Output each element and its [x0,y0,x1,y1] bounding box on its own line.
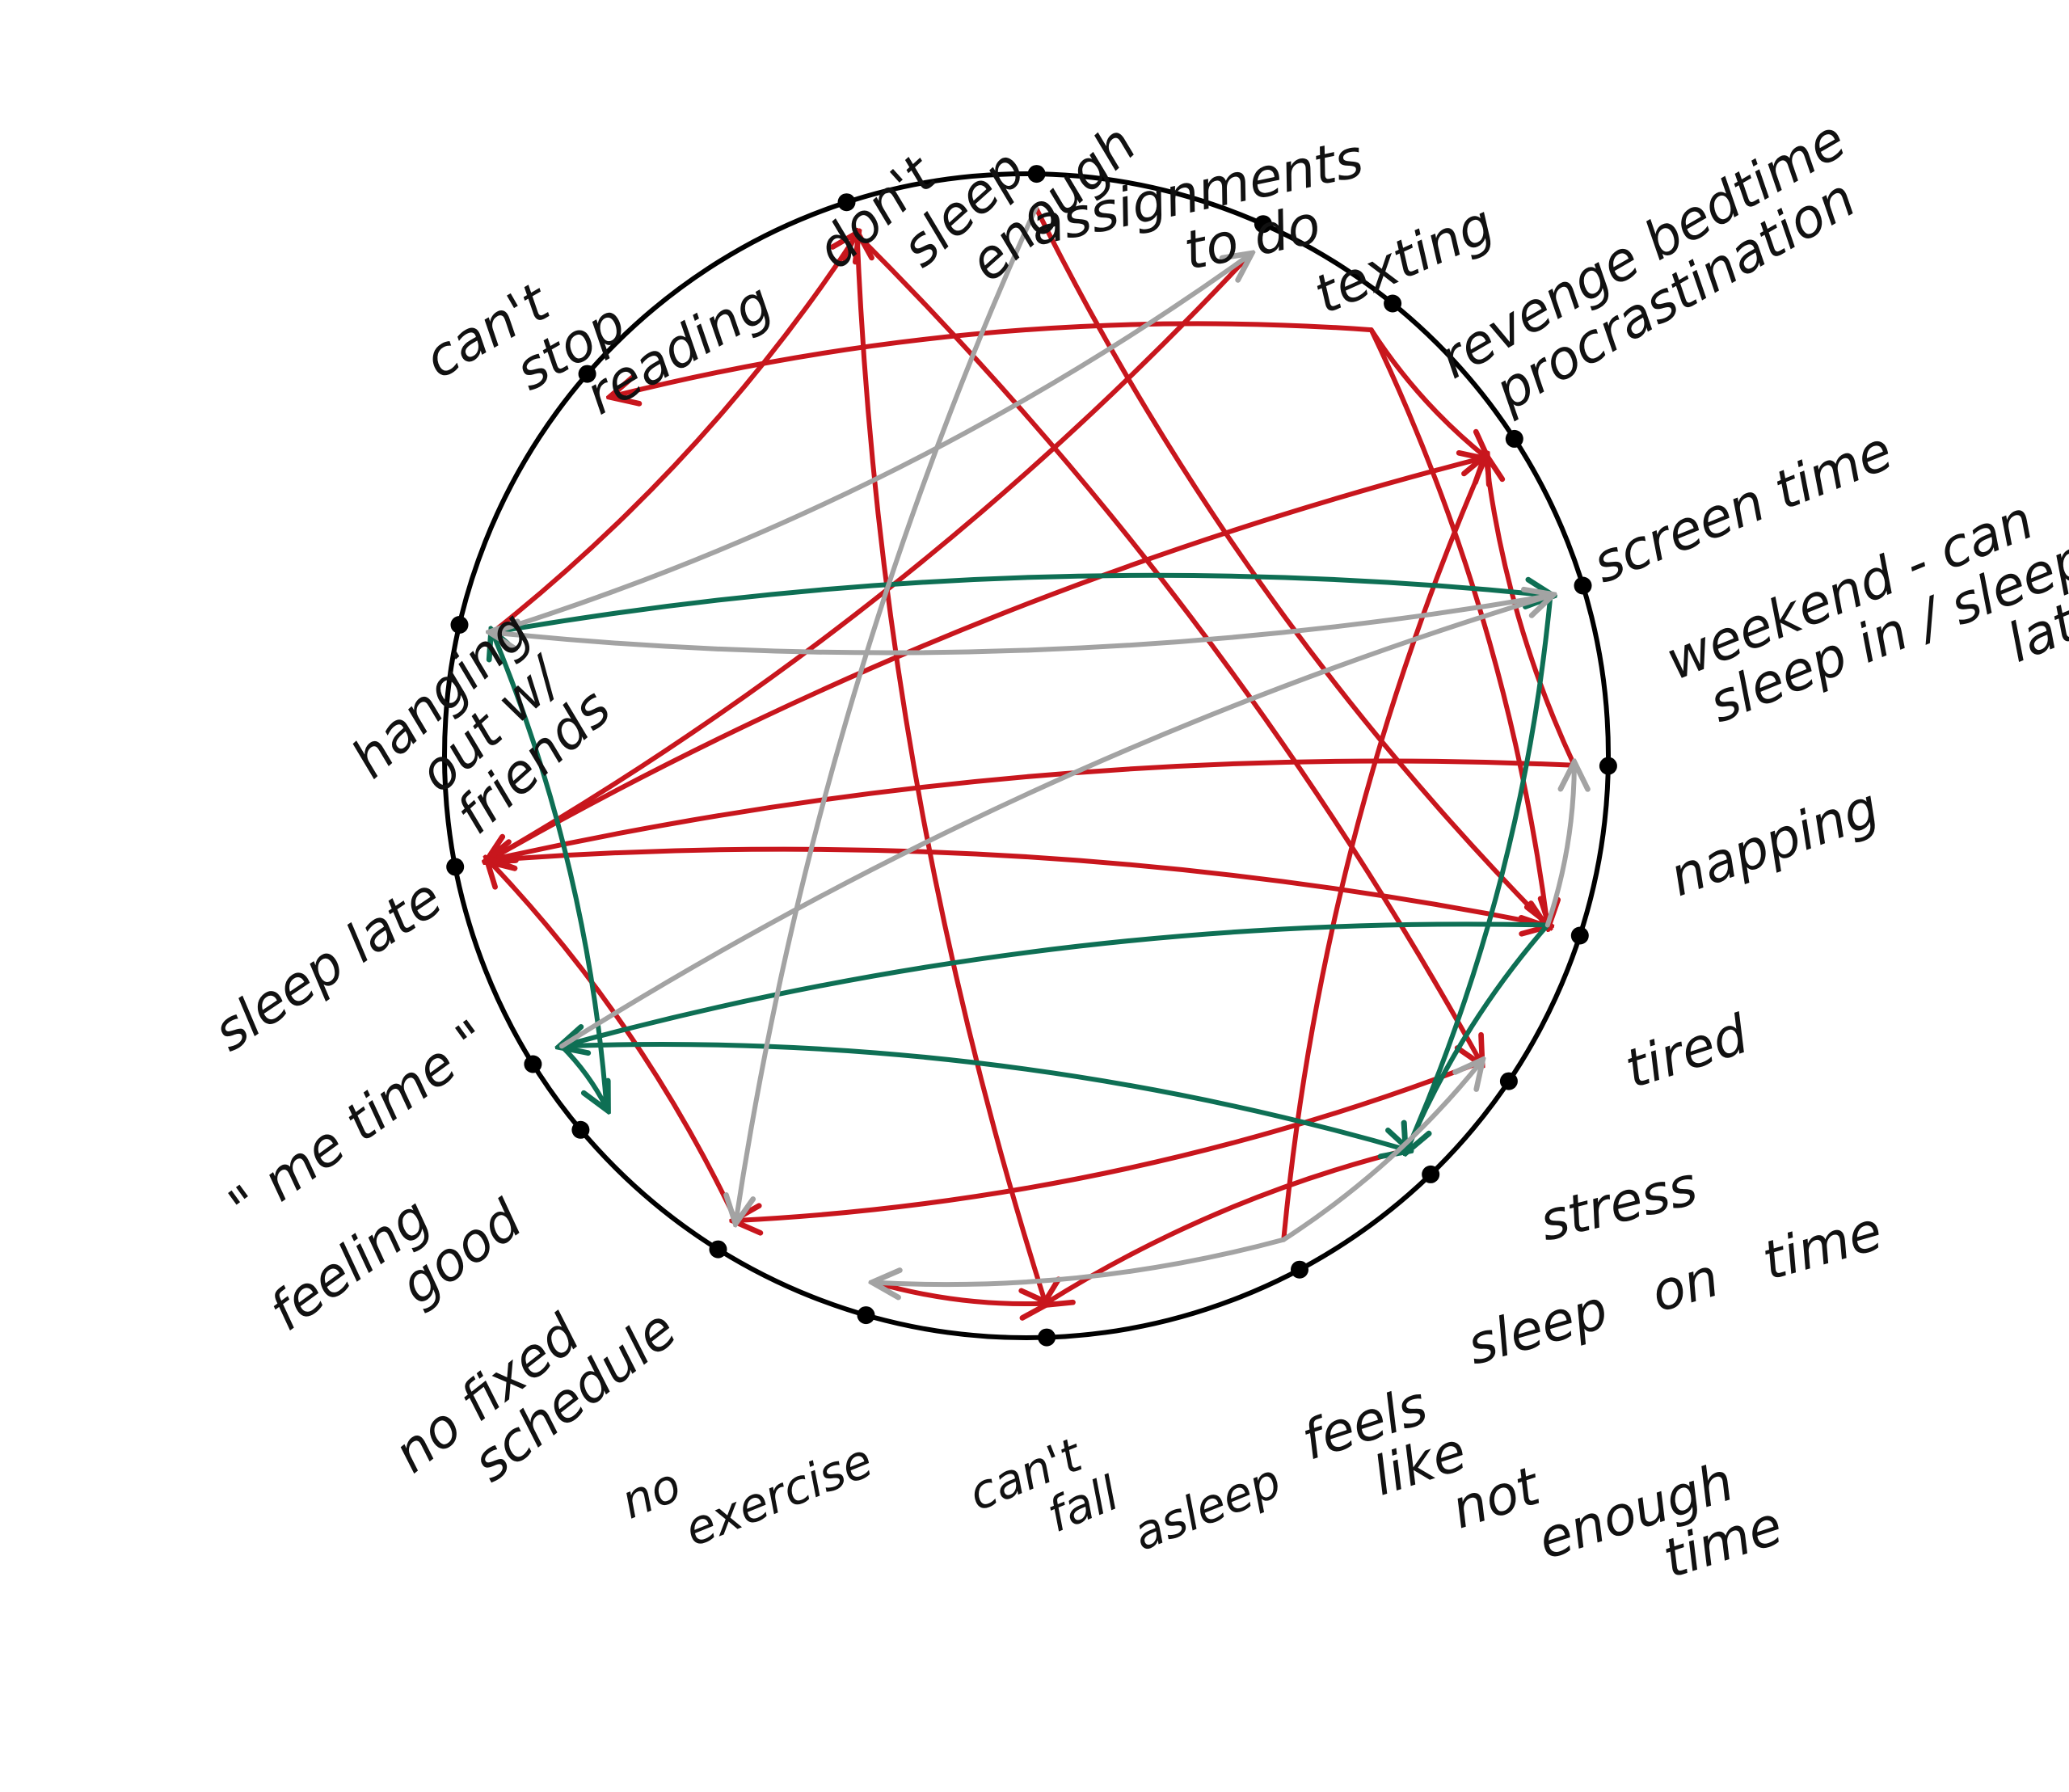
node-dot-tired [1570,926,1589,945]
node-dot-me-time [524,1055,542,1073]
edge-me-time-to-feeling-good [559,1044,607,1108]
node-dot-cant-stop [578,365,596,383]
edge-feels-like-to-screen-time [1281,457,1485,1242]
edge-assignments-to-tired [1033,205,1548,925]
node-dot-weekend [1574,576,1592,595]
node-dot-screen-time [1505,429,1523,448]
node-dot-revenge [1384,294,1402,313]
node-dot-napping [1599,757,1617,775]
edge-feeling-good-to-hanging-out [492,633,609,1111]
edge-feels-like-to-no-exercise [875,1237,1287,1284]
edge-me-time-to-weekend [559,596,1550,1049]
node-dot-cant-fall [1038,1328,1056,1347]
edge-screen-time-to-sleep-late [489,454,1489,861]
node-dot-no-fixed [709,1240,727,1259]
node-dot-texting [1254,215,1272,234]
edge-weekend-to-hanging-out [492,592,1553,656]
edge-tired-to-sleep-on-time [1407,922,1550,1150]
edge-cant-fall-to-dont-sleep [858,234,1048,1306]
edge-hanging-out-to-dont-sleep [490,234,857,635]
edge-napping-to-screen-time [1486,457,1577,768]
edge-revenge-to-screen-time [1368,327,1486,457]
node-dot-sleep-late [446,858,465,876]
node-dot-feeling-good [571,1120,590,1139]
edge-dont-sleep-to-stress [854,232,1481,1062]
edge-napping-to-sleep-late [489,758,1577,860]
node-dot-assignments [1027,165,1046,183]
diagram-ring [442,171,1611,1340]
edge-tired-to-me-time [562,921,1550,1046]
edges-layer [486,205,1577,1306]
node-dot-hanging-out [450,616,469,634]
node-dot-no-exercise [857,1306,875,1325]
edge-weekend-to-sleep-on-time [1407,592,1553,1150]
edge-revenge-to-tired [1368,327,1548,925]
nodes-layer [446,165,1617,1347]
edge-hanging-out-to-texting [490,255,1249,635]
node-dot-sleep-on-time [1422,1165,1440,1183]
node-dot-stress [1499,1072,1518,1090]
edge-me-time-to-sleep-on-time [559,1042,1407,1150]
node-dot-dont-sleep [837,193,856,212]
edge-sleep-late-to-tired [486,846,1548,926]
edge-tired-to-napping [1544,765,1574,928]
edge-feels-like-to-stress [1281,1062,1481,1242]
edge-hanging-out-to-weekend [490,572,1550,635]
edge-revenge-to-cant-stop [613,321,1374,396]
causal-loop-diagram [442,165,1617,1347]
node-dot-feels-like [1291,1260,1308,1279]
edge-stress-to-no-fixed [736,1060,1484,1221]
edge-assignments-to-no-fixed [736,205,1039,1221]
